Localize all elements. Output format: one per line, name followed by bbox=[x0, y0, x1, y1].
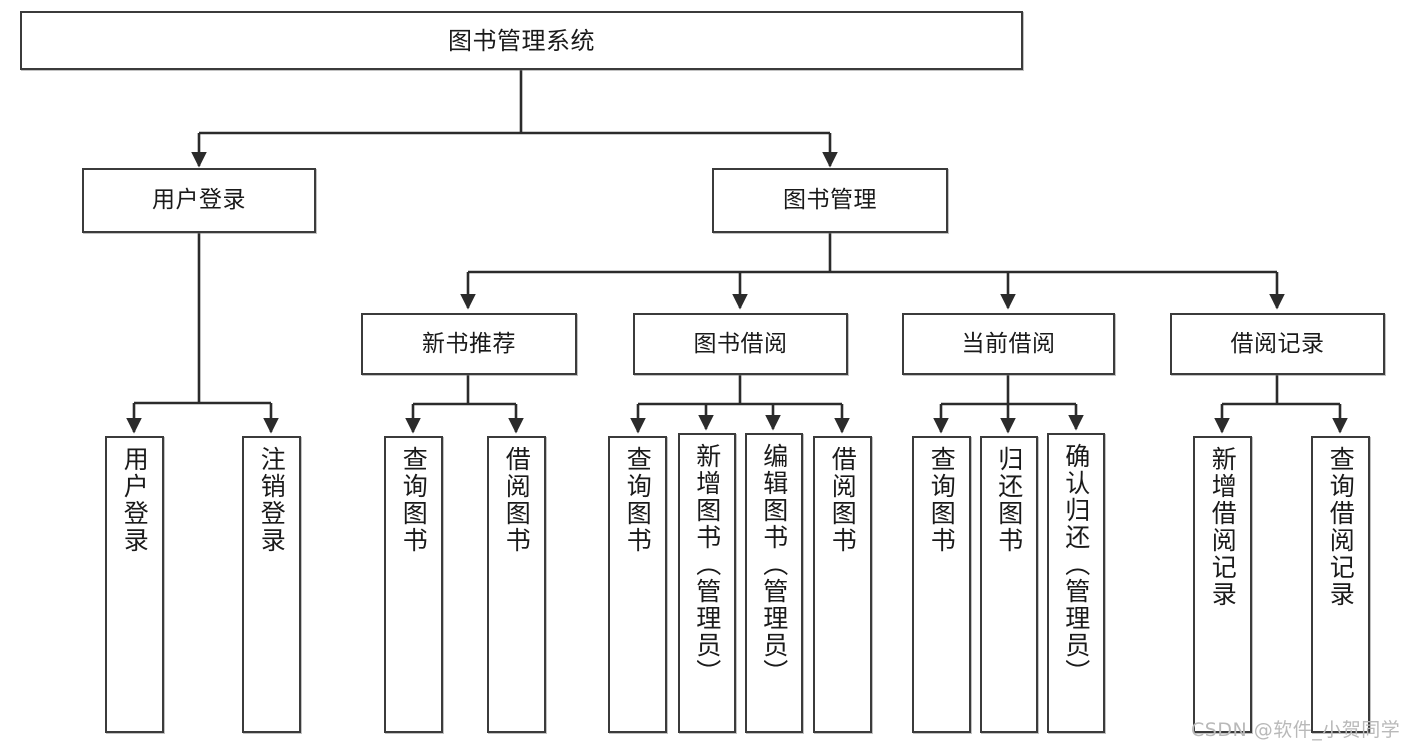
leaf-confirm-return-label: 确认归还（管理员） bbox=[1061, 443, 1091, 686]
leaf-logout-login[interactable]: 注销登录 bbox=[242, 436, 301, 733]
leaf-query-book-2[interactable]: 查询图书 bbox=[608, 436, 667, 733]
leaf-query-record[interactable]: 查询借阅记录 bbox=[1311, 436, 1370, 733]
leaf-add-book-label: 新增图书（管理员） bbox=[692, 443, 722, 686]
leaf-query-book-3[interactable]: 查询图书 bbox=[912, 436, 971, 733]
node-current-borrow-label: 当前借阅 bbox=[961, 330, 1056, 357]
node-book-manage[interactable]: 图书管理 bbox=[712, 168, 948, 233]
leaf-add-record[interactable]: 新增借阅记录 bbox=[1193, 436, 1252, 733]
leaf-query-book-1[interactable]: 查询图书 bbox=[384, 436, 443, 733]
node-root-label: 图书管理系统 bbox=[448, 26, 595, 55]
leaf-return-book-label: 归还图书 bbox=[994, 446, 1024, 554]
node-book-manage-label: 图书管理 bbox=[783, 187, 877, 213]
node-current-borrow[interactable]: 当前借阅 bbox=[902, 313, 1115, 375]
node-borrow-record[interactable]: 借阅记录 bbox=[1170, 313, 1385, 375]
node-new-book-recommend[interactable]: 新书推荐 bbox=[361, 313, 577, 375]
leaf-borrow-book-2-label: 借阅图书 bbox=[828, 446, 858, 554]
leaf-borrow-book-2[interactable]: 借阅图书 bbox=[813, 436, 872, 733]
leaf-query-book-1-label: 查询图书 bbox=[399, 446, 429, 554]
node-book-borrow-label: 图书借阅 bbox=[693, 330, 788, 357]
leaf-edit-book-label: 编辑图书（管理员） bbox=[759, 443, 789, 686]
leaf-query-book-2-label: 查询图书 bbox=[623, 446, 653, 554]
leaf-logout-login-label: 注销登录 bbox=[257, 446, 287, 554]
node-book-borrow[interactable]: 图书借阅 bbox=[633, 313, 848, 375]
node-new-book-recommend-label: 新书推荐 bbox=[422, 330, 516, 357]
node-user-login[interactable]: 用户登录 bbox=[82, 168, 316, 233]
leaf-edit-book[interactable]: 编辑图书（管理员） bbox=[745, 433, 803, 733]
node-root[interactable]: 图书管理系统 bbox=[20, 11, 1023, 70]
node-borrow-record-label: 借阅记录 bbox=[1230, 330, 1325, 357]
leaf-query-book-3-label: 查询图书 bbox=[927, 446, 957, 554]
leaf-add-record-label: 新增借阅记录 bbox=[1208, 446, 1238, 608]
node-user-login-label: 用户登录 bbox=[152, 187, 246, 213]
leaf-borrow-book-1-label: 借阅图书 bbox=[502, 446, 532, 554]
leaf-add-book[interactable]: 新增图书（管理员） bbox=[678, 433, 736, 733]
leaf-return-book[interactable]: 归还图书 bbox=[980, 436, 1038, 733]
leaf-confirm-return[interactable]: 确认归还（管理员） bbox=[1047, 433, 1105, 733]
leaf-query-record-label: 查询借阅记录 bbox=[1326, 446, 1356, 608]
csdn-watermark: CSDN @软件_小贺同学 bbox=[1191, 719, 1401, 741]
leaf-user-login-label: 用户登录 bbox=[120, 446, 150, 554]
leaf-user-login[interactable]: 用户登录 bbox=[105, 436, 164, 733]
leaf-borrow-book-1[interactable]: 借阅图书 bbox=[487, 436, 546, 733]
